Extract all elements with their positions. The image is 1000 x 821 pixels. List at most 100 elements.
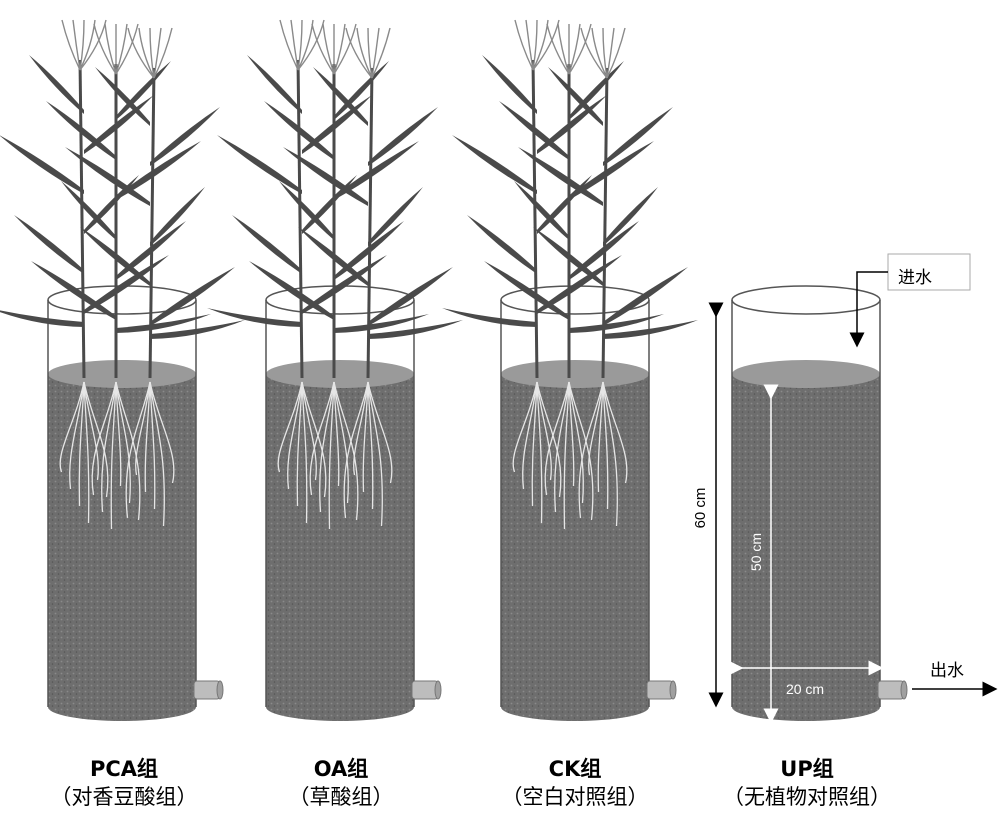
plant-leaf bbox=[298, 227, 368, 286]
plant-panicle bbox=[356, 27, 373, 79]
dimension-total-height: 60 cm bbox=[692, 488, 709, 529]
plant-leaf bbox=[84, 95, 154, 154]
root bbox=[69, 381, 85, 490]
root bbox=[296, 381, 303, 507]
plant-panicle bbox=[322, 23, 335, 75]
root bbox=[101, 381, 117, 513]
plant-stem bbox=[148, 67, 156, 379]
plant-panicle bbox=[115, 23, 128, 75]
plant-panicle bbox=[153, 27, 162, 79]
plant-leaf bbox=[368, 187, 423, 246]
plant-panicle bbox=[345, 27, 373, 79]
column-subtitle: （空白对照组） bbox=[501, 785, 649, 809]
root bbox=[563, 381, 570, 530]
outlet-pipe-end bbox=[669, 680, 677, 700]
plant-panicle bbox=[591, 27, 608, 79]
root bbox=[83, 381, 99, 481]
root bbox=[367, 381, 383, 527]
column-subtitle: （草酸组） bbox=[288, 785, 394, 809]
plant-leaf bbox=[533, 227, 603, 286]
plant-panicle bbox=[532, 19, 538, 71]
root bbox=[512, 381, 538, 473]
column-name: PCA组 bbox=[89, 757, 159, 781]
root bbox=[319, 381, 335, 513]
soil-surface bbox=[501, 360, 649, 388]
plant-panicle bbox=[79, 19, 96, 71]
plant-leaf bbox=[31, 261, 116, 320]
root bbox=[568, 381, 584, 504]
soil-body bbox=[48, 374, 196, 721]
plant-leaf bbox=[217, 135, 302, 194]
plant-leaf bbox=[484, 261, 569, 320]
plant-panicle bbox=[79, 19, 85, 71]
outlet-pipe bbox=[411, 680, 439, 700]
plant-leaf bbox=[247, 55, 302, 114]
column-1 bbox=[0, 19, 245, 721]
root bbox=[367, 381, 374, 510]
root bbox=[602, 381, 609, 510]
column-2 bbox=[207, 19, 463, 721]
root bbox=[536, 381, 543, 524]
plant-panicle bbox=[127, 27, 155, 79]
root bbox=[110, 381, 117, 530]
plant-leaf bbox=[0, 310, 84, 327]
root bbox=[544, 381, 570, 496]
plant-leaf bbox=[569, 141, 654, 200]
root bbox=[353, 381, 369, 476]
plant-leaf bbox=[334, 61, 389, 120]
plant-leaf bbox=[368, 107, 438, 166]
plant-panicle bbox=[333, 23, 346, 75]
plant-leaf bbox=[0, 135, 84, 194]
root bbox=[367, 381, 393, 484]
plant-leaf bbox=[80, 227, 150, 286]
plant-leaf bbox=[84, 175, 139, 234]
plant-leaf bbox=[283, 147, 368, 206]
plant-panicle bbox=[606, 27, 626, 79]
soil-surface bbox=[48, 360, 196, 388]
plant-leaf bbox=[603, 187, 658, 246]
plant-panicle bbox=[371, 27, 380, 79]
root bbox=[536, 381, 562, 498]
plant-leaf bbox=[264, 101, 334, 160]
plant-leaf bbox=[150, 107, 220, 166]
plant-leaf bbox=[150, 267, 235, 326]
plant-panicle bbox=[104, 23, 117, 75]
root bbox=[91, 381, 117, 496]
plant-panicle bbox=[525, 19, 534, 71]
plant-panicle bbox=[153, 27, 173, 79]
root bbox=[309, 381, 335, 496]
plant-panicle bbox=[279, 19, 299, 71]
plant-panicle bbox=[602, 27, 608, 79]
plant-panicle bbox=[333, 23, 357, 75]
plant-panicle bbox=[72, 19, 81, 71]
plant-leaf bbox=[232, 215, 302, 274]
soil-surface bbox=[732, 360, 880, 388]
plant-panicle bbox=[532, 19, 549, 71]
root bbox=[115, 381, 131, 504]
column-name: CK组 bbox=[548, 757, 602, 781]
root bbox=[301, 381, 317, 481]
plant-leaf bbox=[279, 181, 334, 240]
root bbox=[554, 381, 570, 513]
plant-leaf bbox=[116, 141, 201, 200]
root bbox=[115, 381, 122, 487]
root bbox=[343, 381, 369, 519]
plant-leaf bbox=[116, 61, 171, 120]
column-3 bbox=[442, 19, 698, 721]
root bbox=[362, 381, 369, 493]
plant-panicle bbox=[606, 27, 615, 79]
column-subtitle: （无植物对照组） bbox=[723, 785, 891, 809]
root bbox=[277, 381, 303, 473]
root bbox=[144, 381, 151, 493]
root bbox=[568, 381, 575, 487]
plant-panicle bbox=[297, 19, 314, 71]
column-subtitle: （对香豆酸组） bbox=[50, 785, 198, 809]
plant-leaf bbox=[514, 181, 569, 240]
outlet-pipe-end bbox=[434, 680, 442, 700]
root bbox=[602, 381, 628, 484]
plant-panicle bbox=[371, 27, 391, 79]
plant-leaf bbox=[569, 61, 624, 120]
plant-leaf bbox=[603, 107, 673, 166]
soil-body bbox=[266, 374, 414, 721]
